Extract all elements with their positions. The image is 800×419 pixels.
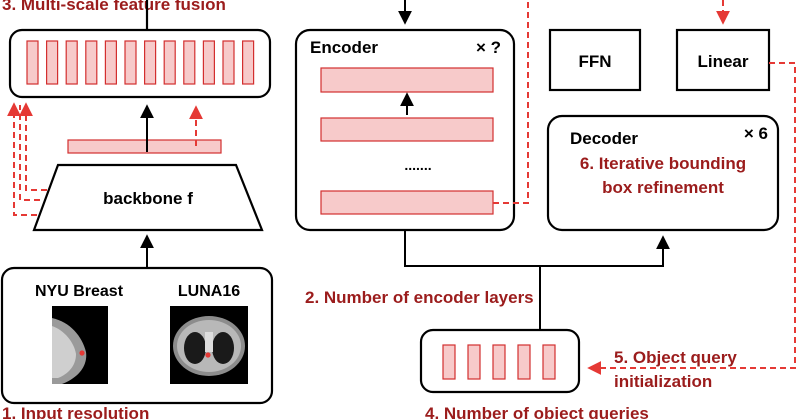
- object-query-token: [492, 344, 506, 380]
- object-queries-label: 4. Number of object queries: [425, 404, 649, 419]
- fusion-token: [65, 40, 78, 85]
- encoder-layer-top: [320, 67, 494, 93]
- fusion-token: [242, 40, 255, 85]
- ffn-block: [548, 28, 642, 92]
- query-init-line1: 5. Object query: [614, 348, 737, 367]
- encoder-decoder-connector: [404, 230, 670, 330]
- encoder-layers-label: 2. Number of encoder layers: [305, 288, 534, 307]
- multiscale-fusion-label: 3. Multi-scale feature fusion: [2, 0, 226, 14]
- fusion-token: [104, 40, 118, 85]
- decoder-repeat-count: × 6: [744, 124, 768, 143]
- luna16-label: LUNA16: [178, 283, 240, 300]
- object-query-token-row: [442, 344, 556, 380]
- object-query-token: [442, 344, 456, 380]
- ffn-label: FFN: [578, 52, 611, 71]
- fusion-token: [222, 40, 235, 85]
- iterative-refinement-line1: 6. Iterative bounding: [580, 154, 746, 173]
- iterative-refinement-line2: box refinement: [602, 178, 724, 197]
- object-query-token: [517, 344, 531, 380]
- feature-map-bar: [67, 139, 222, 154]
- multiscale-dashed-arrows: [6, 102, 203, 216]
- backbone-label: backbone f: [103, 189, 193, 208]
- fusion-token: [45, 40, 59, 85]
- fusion-token: [163, 40, 176, 85]
- encoder-layer-middle: [320, 117, 494, 142]
- nyu-breast-label: NYU Breast: [35, 283, 124, 300]
- fusion-token: [85, 40, 98, 85]
- fusion-token: [124, 40, 137, 85]
- object-query-token: [542, 344, 556, 380]
- fusion-token: [202, 40, 215, 85]
- object-query-token: [467, 344, 481, 380]
- encoder-title: Encoder: [310, 38, 378, 57]
- fusion-token-row: [26, 40, 255, 85]
- linear-block: [675, 28, 771, 92]
- fusion-token: [144, 40, 157, 85]
- encoder-layers-dashed-arrow: [493, 0, 529, 204]
- encoder-ellipsis: .......: [404, 157, 431, 173]
- fusion-token: [183, 40, 196, 85]
- multiscale-fusion-box: [8, 0, 272, 99]
- ct-scan-image: [170, 306, 248, 384]
- encoder-layer-bottom: [320, 190, 494, 215]
- input-resolution-label: 1. Input resolution: [2, 404, 149, 419]
- decoder-title: Decoder: [570, 129, 638, 148]
- linear-label: Linear: [697, 52, 748, 71]
- backbone-block: [32, 163, 264, 232]
- encoder-repeat-count: × ?: [476, 38, 501, 57]
- mammogram-image: [52, 306, 108, 384]
- fusion-token: [26, 40, 39, 85]
- query-init-dashed-arrow: [587, 62, 796, 375]
- decoder-block: [546, 114, 780, 232]
- query-init-line2: initialization: [614, 372, 712, 391]
